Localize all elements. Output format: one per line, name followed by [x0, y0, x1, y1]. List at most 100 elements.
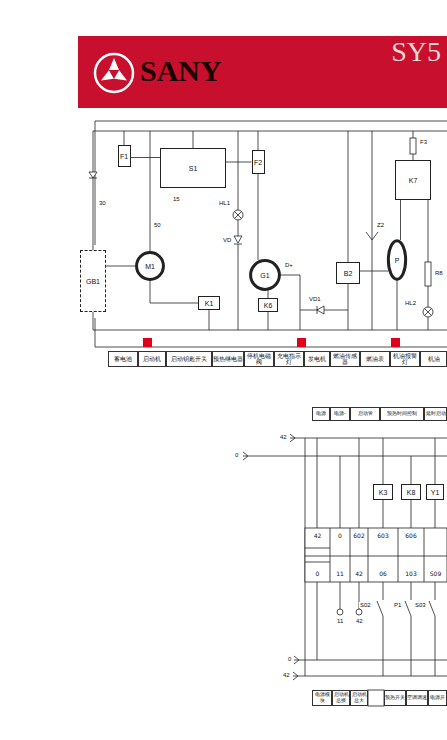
node-label: K1 — [205, 300, 214, 307]
callout-label: 42 — [279, 434, 288, 440]
table-cell: 燃油传感器 — [330, 351, 360, 367]
wire-connector — [150, 280, 198, 303]
callout-label: VD1 — [308, 296, 322, 302]
table-cell: 预热时间控制 — [380, 407, 424, 421]
table-cell: 0 — [305, 568, 330, 580]
table-cell: 602 — [350, 530, 368, 542]
logo-ring — [95, 54, 133, 92]
red-marker — [143, 338, 152, 347]
callout-label: S02 — [359, 602, 372, 608]
callout-label: F3 — [419, 139, 428, 145]
node-label: K8 — [407, 489, 416, 496]
wire-connector — [106, 266, 136, 267]
wire — [317, 582, 359, 660]
callout-label: D+ — [284, 262, 294, 268]
node-label: F1 — [120, 153, 128, 160]
callout-label: 15 — [172, 196, 181, 202]
node-label: Y1 — [431, 489, 440, 496]
fuse-box: F1 — [118, 145, 131, 167]
header-band — [78, 36, 447, 108]
callout-label: 11 — [336, 618, 344, 624]
table-cell: 电源- — [330, 407, 350, 421]
node-label: P — [395, 257, 400, 264]
table-grid — [305, 528, 447, 582]
relay-box: K6 — [258, 298, 278, 312]
callout-label: 50 — [153, 222, 162, 228]
table-cell: 06 — [368, 568, 398, 580]
lamp-symbol — [233, 210, 243, 220]
wire — [238, 131, 239, 330]
table-cell: 蓄电池 — [108, 351, 138, 367]
table-cell: 预热开关 — [384, 690, 406, 706]
diode-symbol — [89, 172, 97, 178]
callout-label: Z2 — [376, 222, 385, 228]
wire — [93, 131, 447, 330]
callout-label: 0 — [234, 452, 239, 458]
callout-label: P1 — [393, 602, 402, 608]
callout-label: S03 — [414, 602, 427, 608]
red-marker — [391, 338, 400, 347]
relay-box: K7 — [395, 160, 431, 200]
fuse-symbol — [410, 138, 416, 154]
callout-label: R8 — [434, 270, 444, 276]
table-cell: 603 — [368, 530, 398, 542]
table-cell: 103 — [398, 568, 424, 580]
table-cell: 停机电磁阀 — [244, 351, 274, 367]
supply-rail — [93, 131, 447, 132]
red-marker — [297, 338, 306, 347]
lamp-symbol — [423, 307, 433, 317]
wire — [348, 131, 349, 330]
node-label: K3 — [379, 489, 388, 496]
table-cell: 燃油表 — [360, 351, 390, 367]
wire-connector — [226, 162, 252, 163]
callout-label: 30 — [98, 200, 107, 206]
table-cell: 电源开 — [428, 690, 447, 706]
node-label: K6 — [264, 302, 273, 309]
frame — [95, 121, 447, 347]
node-label: M1 — [145, 263, 155, 270]
node-label: G1 — [260, 272, 269, 279]
lamp-cross — [425, 309, 432, 316]
table-cell: 空调调速 — [406, 690, 428, 706]
callout-label: HL2 — [404, 300, 417, 306]
table-cell — [368, 690, 384, 706]
node-label: GB1 — [86, 278, 100, 285]
relay-box: Y1 — [426, 484, 444, 500]
table-cell: 启动机 总接 — [332, 690, 350, 706]
callout-label: HL1 — [218, 200, 231, 206]
table-cell: 11 — [330, 568, 350, 580]
table-cell: 电源模块 — [312, 690, 332, 706]
table-cell: 启动机 总大 — [350, 690, 368, 706]
table-cell: 机油 — [420, 351, 447, 367]
terminal-symbol — [337, 609, 343, 615]
terminal-symbol — [356, 609, 362, 615]
fuse-box: F2 — [252, 150, 265, 174]
diode-symbol — [234, 236, 242, 244]
node-label: F2 — [254, 159, 262, 166]
table-cell: 延时启动 — [424, 407, 447, 421]
sensor-box: B2 — [336, 262, 360, 284]
node-label: K7 — [409, 177, 418, 184]
callout-label: VD — [222, 237, 232, 243]
pressure-switch: P — [388, 240, 406, 280]
bus-line — [243, 452, 447, 460]
wire-connector — [258, 174, 259, 260]
table-cell: 启动管 — [350, 407, 380, 421]
wire-connector — [268, 290, 269, 298]
node-label: SY5 — [391, 38, 441, 66]
logo-blade — [109, 58, 119, 70]
table-cell: 电源 — [312, 407, 330, 421]
table-cell: 机油报警灯 — [390, 351, 420, 367]
table-cell: 预热继电器 — [212, 351, 244, 367]
table-cell: 42 — [350, 568, 368, 580]
table-cell: 充电指示灯 — [274, 351, 304, 367]
antenna-symbol — [366, 131, 378, 330]
table-cell: S09 — [424, 568, 447, 580]
relay-box: K3 — [373, 484, 393, 500]
logo-blade — [99, 70, 114, 85]
table-cell: 606 — [398, 530, 424, 542]
wire-connector — [400, 200, 401, 240]
sany-logo — [0, 0, 447, 120]
callout-label: 42 — [282, 672, 291, 678]
bus-line — [290, 434, 447, 442]
